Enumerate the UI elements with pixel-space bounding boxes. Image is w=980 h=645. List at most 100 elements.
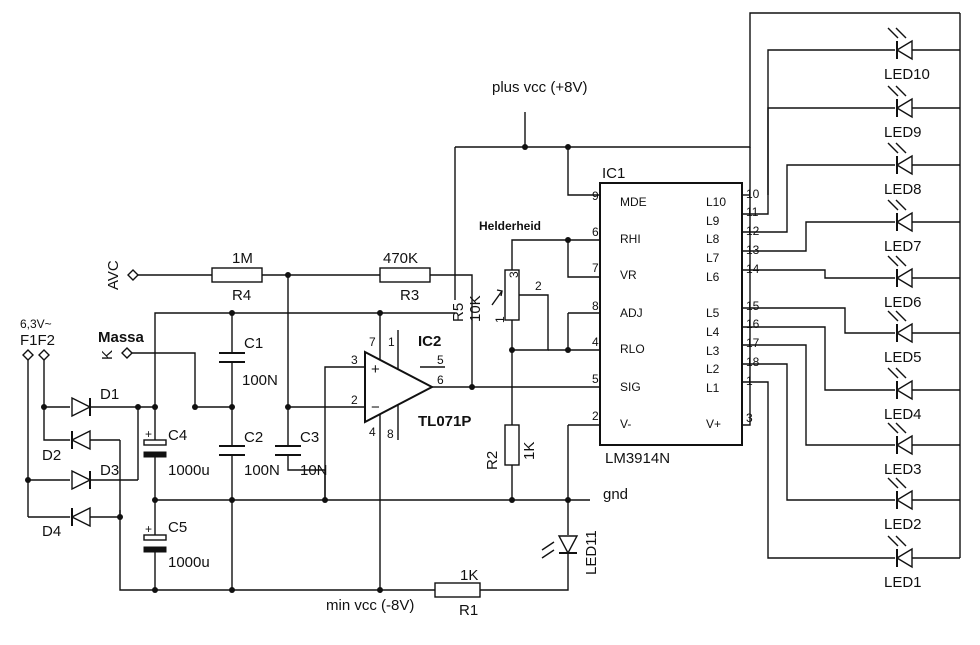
helderheid-label: Helderheid — [479, 219, 541, 233]
ic1-label-l4: L4 — [706, 325, 720, 339]
ic1-label-l6: L6 — [706, 270, 720, 284]
r5-value: 10K — [467, 295, 484, 322]
c4-value: 1000u — [168, 462, 210, 479]
ic1-pin-11: 11 — [746, 205, 759, 219]
opamp-pin-1: 1 — [388, 335, 395, 349]
ic1-pin-1: 1 — [746, 374, 753, 388]
resistor-r4: 1M R4 — [211, 250, 263, 304]
fuse-label: F1F2 — [20, 332, 55, 349]
led-led2: LED2 — [742, 363, 960, 533]
c1-value: 100N — [242, 372, 278, 389]
ic1-pin-13: 13 — [746, 243, 760, 257]
led-label: LED7 — [884, 238, 922, 255]
led-label: LED9 — [884, 124, 922, 141]
d3-label: D3 — [100, 462, 119, 479]
avc-terminal — [127, 269, 139, 281]
f1-terminal — [22, 349, 34, 361]
resistor-r2: R2 1K — [484, 350, 538, 500]
r3-name: R3 — [400, 287, 419, 304]
capacitor-c3: C3 10N — [275, 275, 328, 500]
d2-label: D2 — [42, 447, 61, 464]
pot-pin-2: 2 — [535, 279, 542, 293]
capacitor-c1: C1 100N — [219, 313, 278, 407]
ic1-label-l5: L5 — [706, 306, 720, 320]
opamp-part: TL071P — [418, 413, 471, 430]
diode-d4: D4 — [42, 506, 120, 540]
led-led6: LED6 — [742, 255, 960, 311]
r2-name: R2 — [484, 451, 501, 470]
resistor-r1: 1K R1 — [434, 567, 481, 619]
opamp-pin-8: 8 — [387, 427, 394, 441]
diode-d2: D2 — [42, 429, 120, 464]
ic1-pin-7: 7 — [592, 261, 599, 275]
ic1-pin-5: 5 — [592, 372, 599, 386]
led-label: LED10 — [884, 66, 930, 83]
d4-label: D4 — [42, 523, 61, 540]
ic1-label-l8: L8 — [706, 232, 720, 246]
led-led7: LED7 — [742, 199, 960, 255]
helderheid-pot: Helderheid 3 2 1 — [479, 219, 568, 353]
capacitor-c5: + C5 1000u — [143, 500, 210, 590]
led-label: LED4 — [884, 406, 922, 423]
ac-input: 6,3V~ F1F2 — [20, 317, 70, 518]
ic1-pin-6: 6 — [592, 225, 599, 239]
ic1-pin-18: 18 — [746, 355, 760, 369]
ic1-label-mde: MDE — [620, 195, 647, 209]
ac-voltage-label: 6,3V~ — [20, 317, 52, 331]
led-label: LED2 — [884, 516, 922, 533]
opamp-pin-4: 4 — [369, 425, 376, 439]
opamp-ic2: + − 3 2 7 1 5 6 4 8 IC2 TL071P — [288, 310, 568, 500]
c3-value: 10N — [300, 462, 328, 479]
massa-terminal — [121, 347, 133, 359]
ic1-pin-12: 12 — [746, 224, 760, 238]
c2-name: C2 — [244, 429, 263, 446]
ic1-label-adj: ADJ — [620, 306, 643, 320]
resistor-r3: 470K R3 — [379, 250, 431, 304]
opamp-pin-3: 3 — [351, 353, 358, 367]
opamp-pin-5: 5 — [437, 353, 444, 367]
avc-input: AVC — [105, 260, 212, 290]
min-vcc-label: min vcc (-8V) — [326, 597, 414, 614]
ic1-pin-8: 8 — [592, 299, 599, 313]
d1-label: D1 — [100, 386, 119, 403]
pot-pin-1: 1 — [493, 316, 507, 323]
ic1-pin-2: 2 — [592, 409, 599, 423]
capacitor-c2: C2 100N — [219, 407, 280, 479]
led11: LED11 — [541, 500, 600, 575]
min-vcc-rail: min vcc (-8V) — [119, 440, 569, 614]
pot-pin-3: 3 — [507, 271, 521, 278]
resistor-r5: R5 10K — [450, 295, 484, 322]
led-led3: LED3 — [742, 344, 960, 478]
k-label: K — [99, 350, 116, 360]
ic1-label-l1: L1 — [706, 381, 720, 395]
ic1-label-sig: SIG — [620, 380, 641, 394]
c5-value: 1000u — [168, 554, 210, 571]
led-led10: LED10 — [742, 27, 960, 196]
ic1-pin-4: 4 — [592, 335, 599, 349]
ic1-label-l7: L7 — [706, 251, 720, 265]
ic1-label-rhi: RHI — [620, 232, 641, 246]
ic1-label-l2: L2 — [706, 362, 720, 376]
f2-terminal — [38, 349, 50, 361]
led11-label: LED11 — [583, 530, 600, 575]
ic1-lm3914: IC1 LM3914N 9 MDE 6 RHI 7 VR 8 ADJ 4 RLO… — [548, 165, 760, 467]
opamp-pin-6: 6 — [437, 373, 444, 387]
r1-value: 1K — [460, 567, 478, 584]
r4-value: 1M — [232, 250, 253, 267]
c3-name: C3 — [300, 429, 319, 446]
diode-d3: D3 — [71, 462, 138, 491]
plus-vcc-rail: plus vcc (+8V) — [454, 12, 960, 426]
gnd-label: gnd — [603, 486, 628, 503]
opamp-plus: + — [371, 361, 380, 378]
ic1-label-l9: L9 — [706, 214, 720, 228]
r2-value: 1K — [521, 442, 538, 460]
ic1-pin-15: 15 — [746, 299, 760, 313]
led-ladder: LED10LED9LED8LED7LED6LED5LED4LED3LED2LED… — [742, 27, 960, 591]
led-led9: LED9 — [742, 85, 960, 215]
plus-vcc-label: plus vcc (+8V) — [492, 79, 587, 96]
opamp-name: IC2 — [418, 333, 441, 350]
c4-polarity: + — [145, 427, 152, 441]
c5-name: C5 — [168, 519, 187, 536]
ic1-name: IC1 — [602, 165, 625, 182]
